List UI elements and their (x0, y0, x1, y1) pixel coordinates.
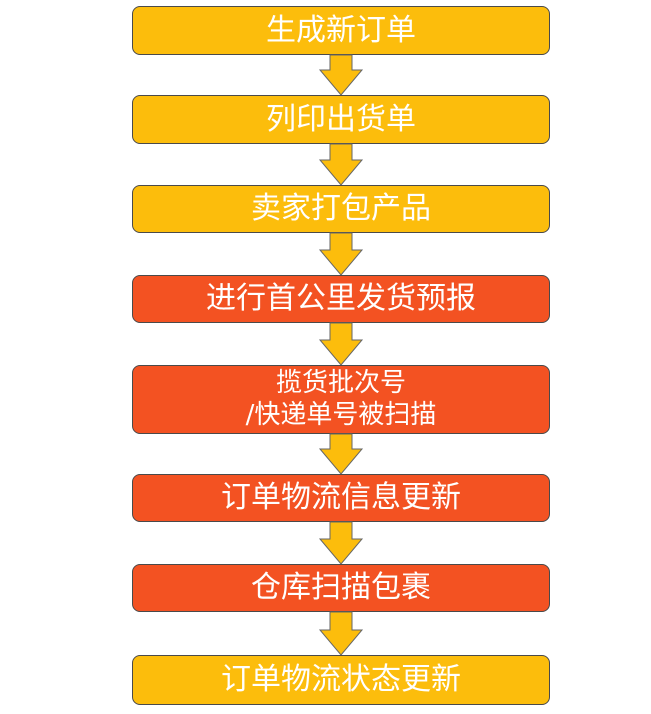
step-label: 列印出货单 (266, 101, 416, 137)
arrow-down-icon (318, 433, 364, 475)
arrow-down-icon (318, 322, 364, 366)
step-label: 订单物流信息更新 (221, 480, 461, 516)
step-print-shipping-list: 列印出货单 (132, 95, 550, 144)
step-label: 生成新订单 (266, 12, 416, 48)
arrow-down-icon (318, 54, 364, 96)
step-logistics-info-update: 订单物流信息更新 (132, 474, 550, 522)
step-warehouse-scan: 仓库扫描包裹 (132, 564, 550, 612)
step-label-line1: 揽货批次号 (275, 368, 406, 399)
step-logistics-status-update: 订单物流状态更新 (132, 655, 550, 705)
step-label: 卖家打包产品 (251, 191, 431, 227)
step-seller-pack: 卖家打包产品 (132, 185, 550, 233)
step-label: 订单物流状态更新 (221, 662, 461, 698)
step-batch-scan: 揽货批次号 /快递单号被扫描 (132, 365, 550, 434)
arrow-down-icon (318, 611, 364, 656)
step-generate-order: 生成新订单 (132, 6, 550, 55)
arrow-down-icon (318, 143, 364, 186)
step-label-line2: /快递单号被扫描 (245, 399, 437, 430)
arrow-down-icon (318, 232, 364, 276)
step-first-mile-forecast: 进行首公里发货预报 (132, 275, 550, 323)
step-label: 仓库扫描包裹 (251, 570, 431, 606)
arrow-down-icon (318, 521, 364, 565)
step-label: 进行首公里发货预报 (206, 281, 476, 317)
